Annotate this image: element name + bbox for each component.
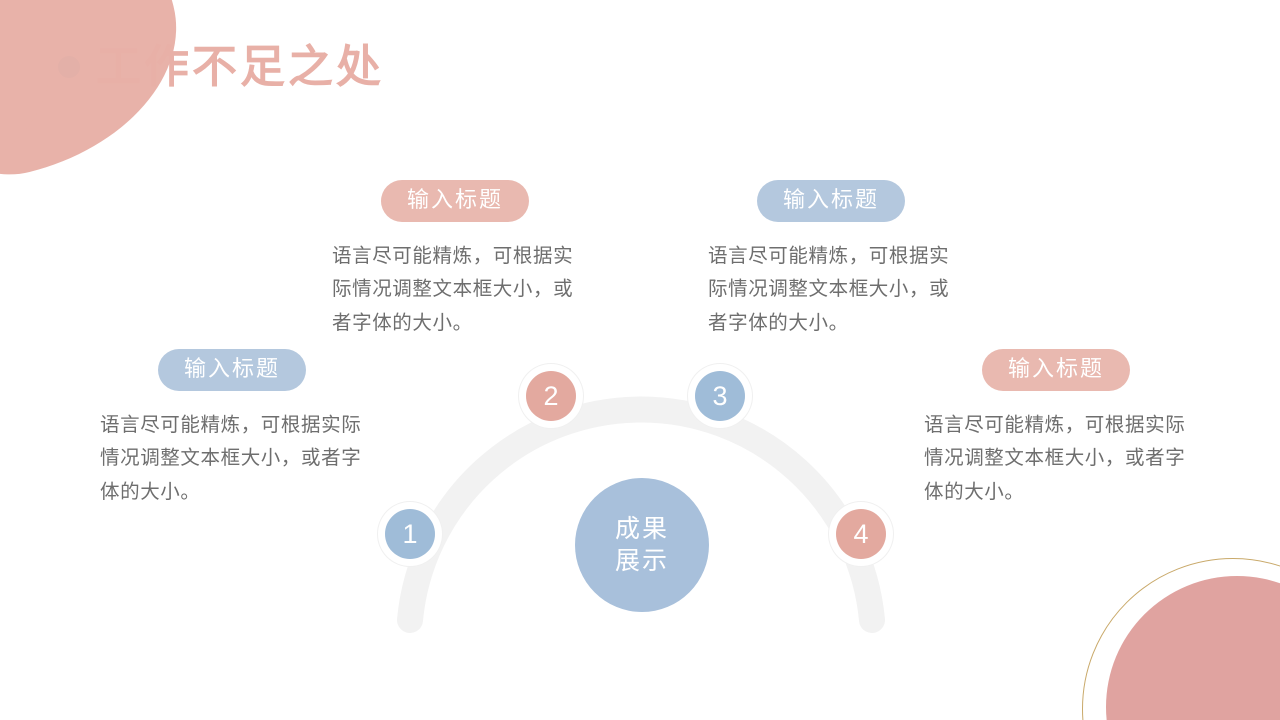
block-heading-pill: 输入标题 xyxy=(380,180,529,222)
block-heading-pill: 输入标题 xyxy=(157,349,306,391)
content-block-left: 输入标题 语言尽可能精炼，可根据实际情况调整文本框大小，或者字体的大小。 xyxy=(100,349,372,510)
bottom-right-gold-arc-decoration xyxy=(1082,558,1280,720)
block-heading-pill: 输入标题 xyxy=(756,180,905,222)
bottom-right-circle-decoration xyxy=(1106,576,1280,720)
block-heading-pill: 输入标题 xyxy=(981,349,1130,391)
heading-holder: 输入标题 xyxy=(332,180,578,222)
bullet-dot-icon xyxy=(58,55,80,78)
top-left-blob-decoration-secondary xyxy=(0,0,50,175)
heading-holder: 输入标题 xyxy=(924,349,1188,391)
heading-holder: 输入标题 xyxy=(100,349,364,391)
block-body-text: 语言尽可能精炼，可根据实际情况调整文本框大小，或者字体的大小。 xyxy=(100,413,362,504)
process-node-2: 2 xyxy=(519,364,583,428)
heading-holder: 输入标题 xyxy=(708,180,954,222)
process-node-2-number: 2 xyxy=(526,371,576,421)
content-block-top-left: 输入标题 语言尽可能精炼，可根据实际情况调整文本框大小，或者字体的大小。 xyxy=(332,180,582,341)
block-body-text: 语言尽可能精炼，可根据实际情况调整文本框大小，或者字体的大小。 xyxy=(708,244,950,335)
top-left-blob-decoration xyxy=(0,0,204,199)
content-block-right: 输入标题 语言尽可能精炼，可根据实际情况调整文本框大小，或者字体的大小。 xyxy=(924,349,1196,510)
process-node-1-number: 1 xyxy=(385,509,435,559)
center-hub-label-line1: 成果 xyxy=(614,515,669,543)
center-hub-label-line2: 展示 xyxy=(614,547,669,575)
process-node-4-number: 4 xyxy=(836,509,886,559)
page-title: 工作不足之处 xyxy=(58,44,384,89)
process-node-3: 3 xyxy=(688,364,752,428)
process-node-1: 1 xyxy=(378,502,442,566)
block-body-text: 语言尽可能精炼，可根据实际情况调整文本框大小，或者字体的大小。 xyxy=(924,413,1186,504)
block-body-text: 语言尽可能精炼，可根据实际情况调整文本框大小，或者字体的大小。 xyxy=(332,244,574,335)
process-node-3-number: 3 xyxy=(695,371,745,421)
content-block-top-right: 输入标题 语言尽可能精炼，可根据实际情况调整文本框大小，或者字体的大小。 xyxy=(708,180,958,341)
center-hub-circle: 成果 展示 xyxy=(575,478,709,612)
page-title-text: 工作不足之处 xyxy=(96,41,385,92)
process-node-4: 4 xyxy=(829,502,893,566)
